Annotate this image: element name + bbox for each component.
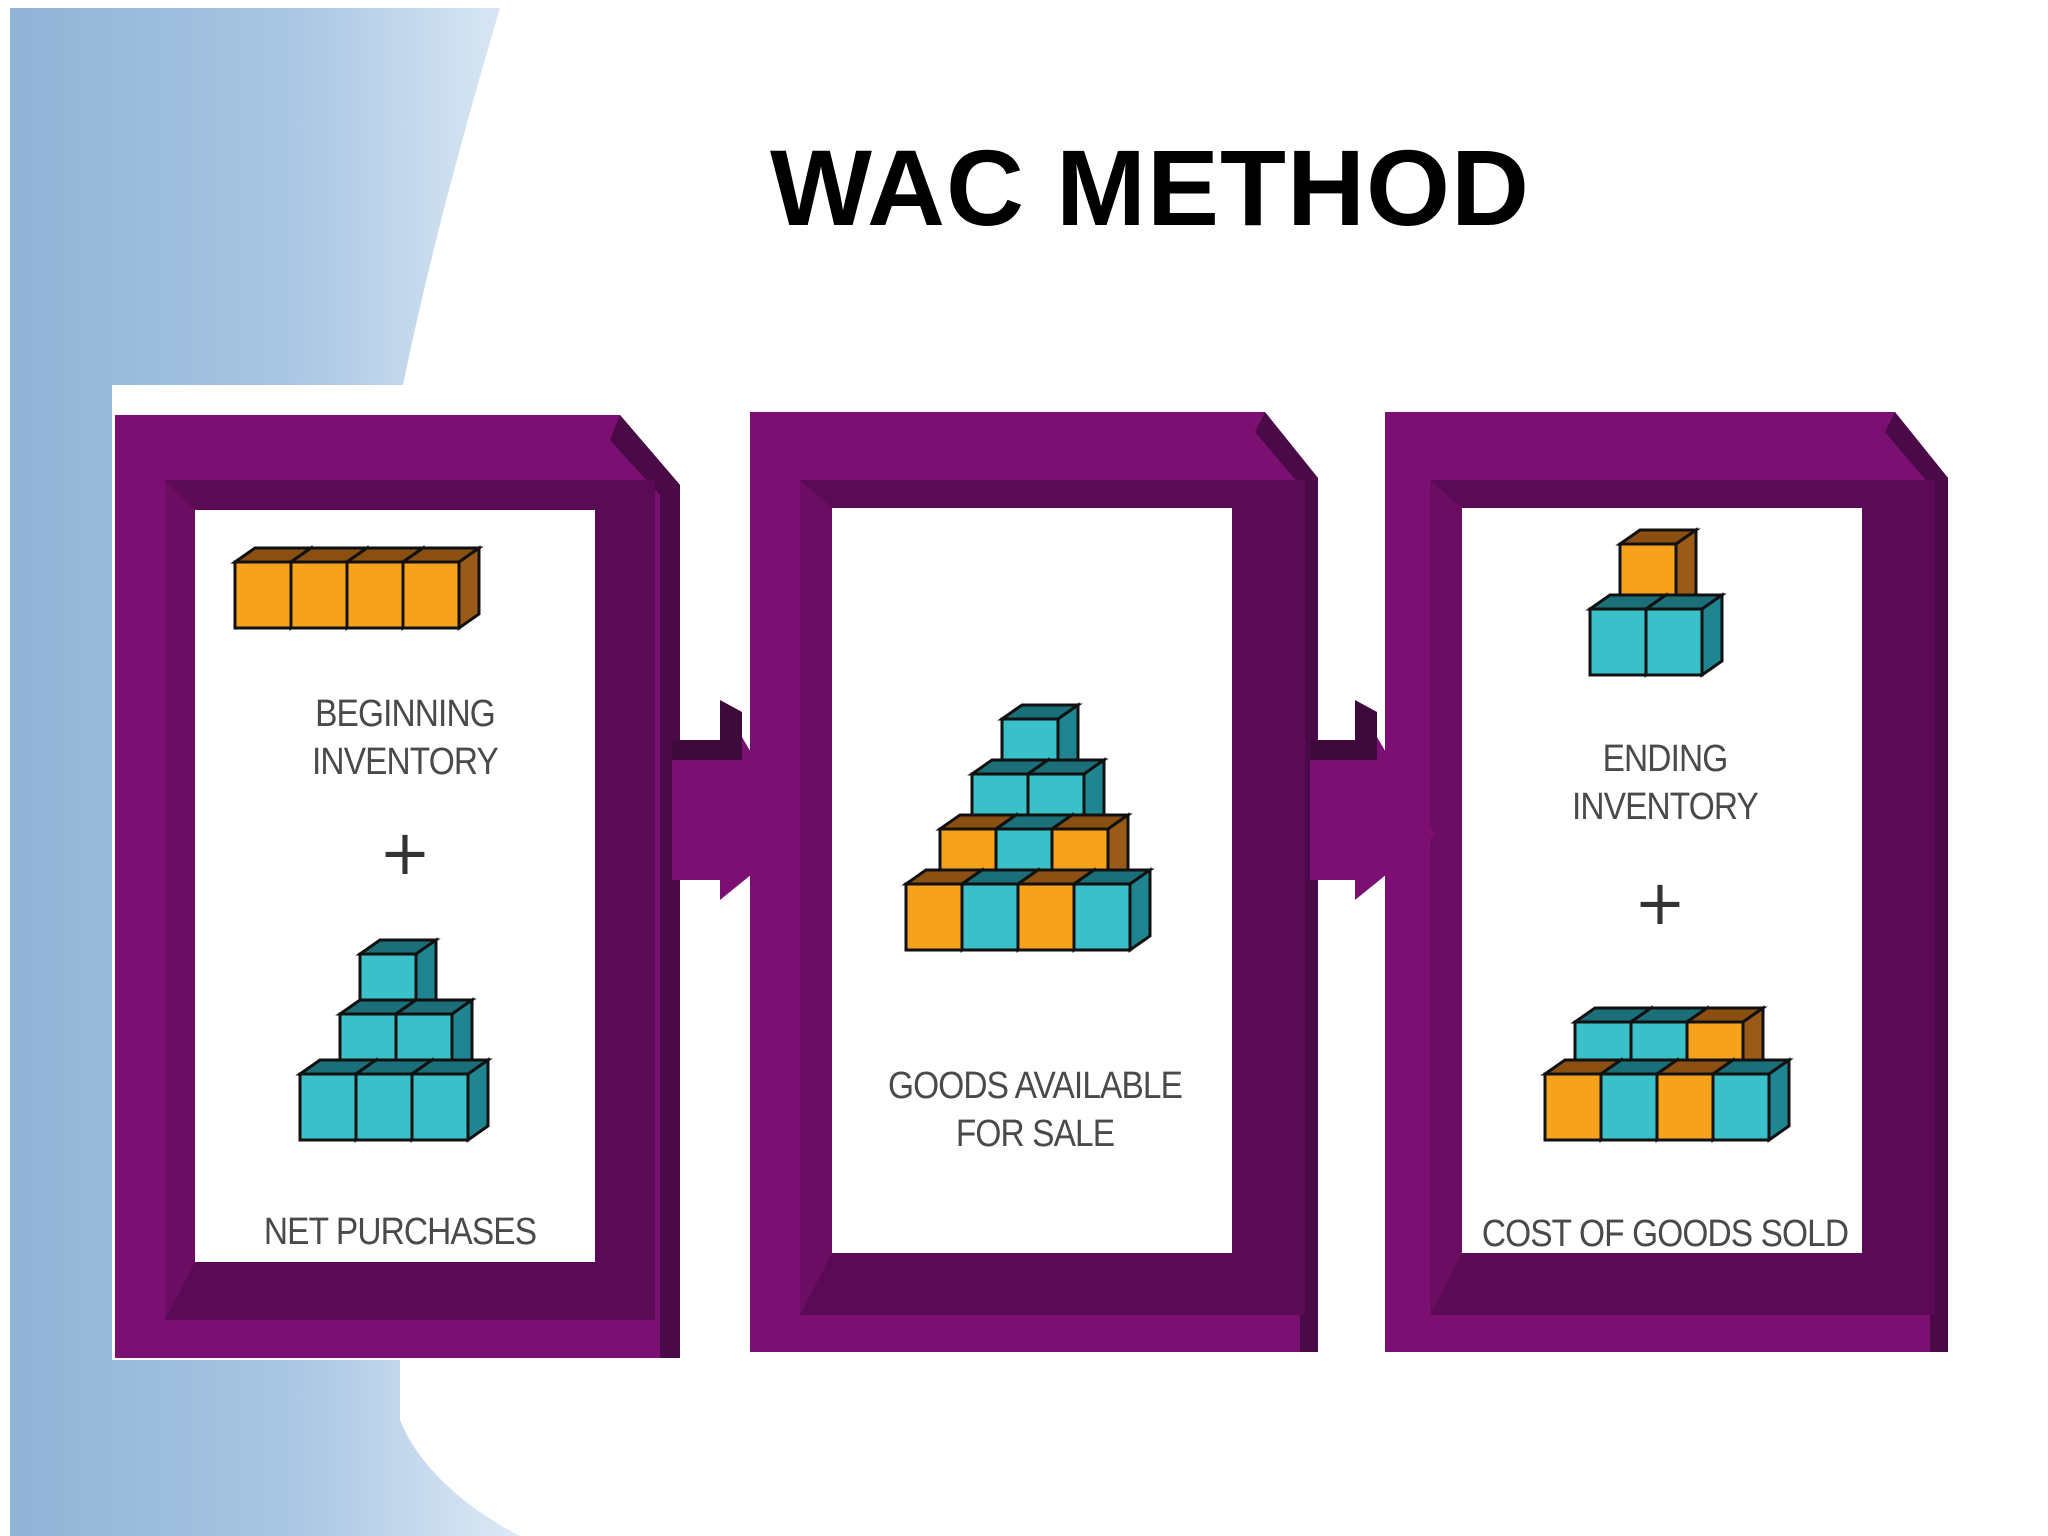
plus-operator: + xyxy=(1634,866,1686,939)
cost-of-goods-sold-blocks xyxy=(1543,1006,1791,1142)
goods-available-label-line2: FOR SALE xyxy=(955,1113,1115,1155)
page-title: WAC METHOD xyxy=(770,127,1530,248)
net-purchases-label: NET PURCHASES xyxy=(263,1211,537,1253)
ending-inventory-label-line2: INVENTORY xyxy=(1572,786,1759,828)
goods-available-label-line1: GOODS AVAILABLE xyxy=(887,1065,1183,1107)
plus-operator: + xyxy=(379,816,431,889)
beginning-inventory-label-line2: INVENTORY xyxy=(312,741,499,783)
beginning-inventory-blocks xyxy=(233,546,481,630)
cost-of-goods-sold-label: COST OF GOODS SOLD xyxy=(1481,1213,1849,1255)
beginning-inventory-label-line1: BEGINNING xyxy=(315,693,496,735)
panel-frame-3 xyxy=(1385,412,1948,1352)
goods-available-label: GOODS AVAILABLE FOR SALE xyxy=(872,1062,1198,1158)
ending-inventory-label: ENDING INVENTORY xyxy=(1524,735,1806,831)
arrow-right-icon xyxy=(672,700,800,900)
arrow-right-icon xyxy=(1310,700,1435,900)
ending-inventory-label-line1: ENDING xyxy=(1602,738,1729,780)
beginning-inventory-label: BEGINNING INVENTORY xyxy=(264,690,546,786)
